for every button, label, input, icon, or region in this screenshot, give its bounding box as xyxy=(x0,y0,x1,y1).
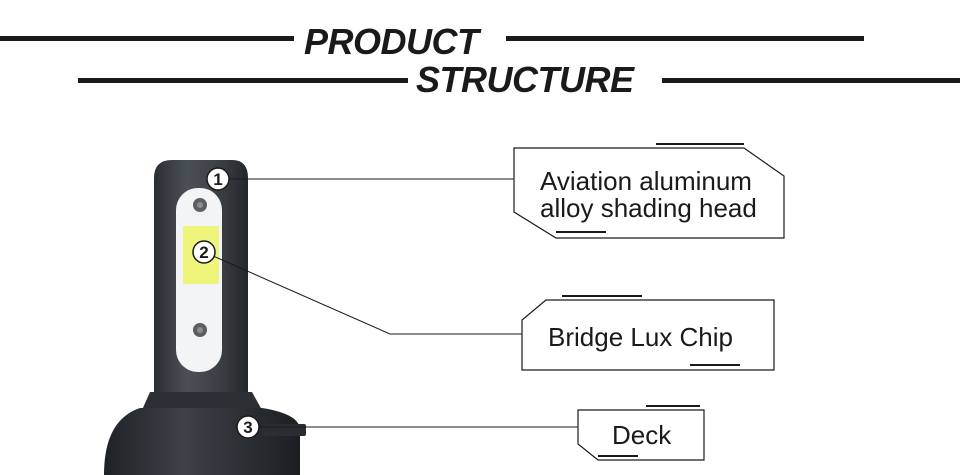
callout-1-line-2: alloy shading head xyxy=(540,193,757,223)
led-bulb xyxy=(104,160,306,475)
callout-box-3 xyxy=(577,405,705,461)
callout-box-1 xyxy=(513,143,785,239)
marker-1 xyxy=(206,167,230,191)
connector-2 xyxy=(203,251,522,335)
callout-2-label: Bridge Lux Chip xyxy=(548,322,733,352)
callout-1-line-1: Aviation aluminum xyxy=(540,166,752,196)
deck-tab xyxy=(262,424,306,436)
title-line-2: STRUCTURE xyxy=(416,59,634,100)
title-rule-left-bottom xyxy=(78,78,408,83)
title-rule-right-top xyxy=(506,36,864,41)
marker-2 xyxy=(192,240,216,264)
marker-1-number: 1 xyxy=(213,170,222,189)
title-rule-left-top xyxy=(0,36,294,41)
bulb-base xyxy=(104,408,300,475)
marker-3 xyxy=(236,415,260,439)
callout-3-label: Deck xyxy=(612,420,672,450)
callout-box-2 xyxy=(521,295,775,371)
title-line-1: PRODUCT xyxy=(304,21,479,62)
marker-3-number: 3 xyxy=(243,418,252,437)
marker-2-number: 2 xyxy=(199,243,208,262)
title-rule-right-bottom xyxy=(662,78,960,83)
